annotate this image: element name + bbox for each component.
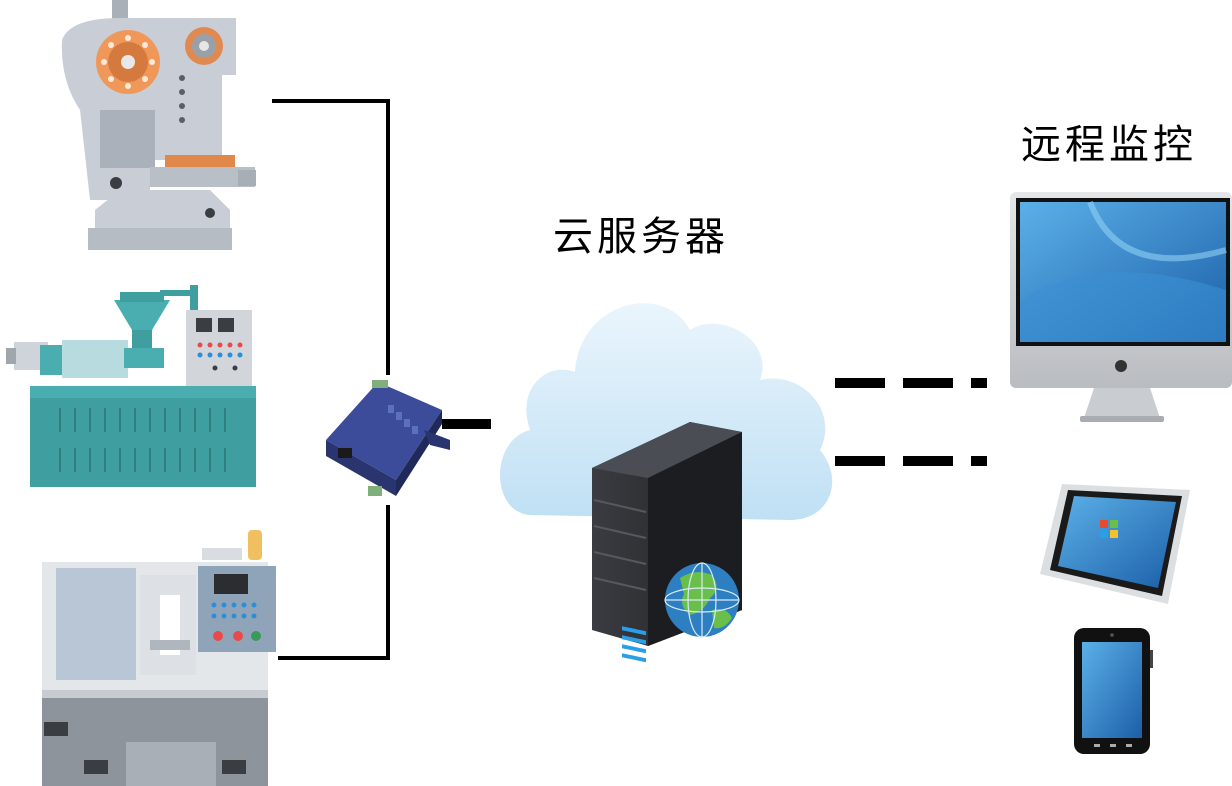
cloud-server-label: 云服务器 — [553, 214, 729, 260]
tablet-icon — [1040, 484, 1190, 604]
smartphone-icon — [1074, 628, 1153, 754]
extruder-machine-icon — [6, 285, 256, 487]
apple-logo-icon — [1115, 360, 1127, 372]
line-lathe-to-gateway — [278, 505, 390, 660]
desktop-monitor-icon — [1010, 192, 1232, 422]
cloud-icon — [500, 303, 833, 520]
serial-server-gateway-icon — [326, 380, 450, 496]
connection-lines — [272, 99, 987, 660]
globe-icon — [664, 562, 740, 638]
remote-monitoring-label: 远程监控 — [1021, 122, 1197, 168]
windows-logo-icon — [1100, 520, 1118, 538]
cnc-lathe-icon — [42, 530, 276, 786]
line-press-to-gateway — [272, 99, 390, 375]
punch-press-icon — [61, 0, 256, 250]
